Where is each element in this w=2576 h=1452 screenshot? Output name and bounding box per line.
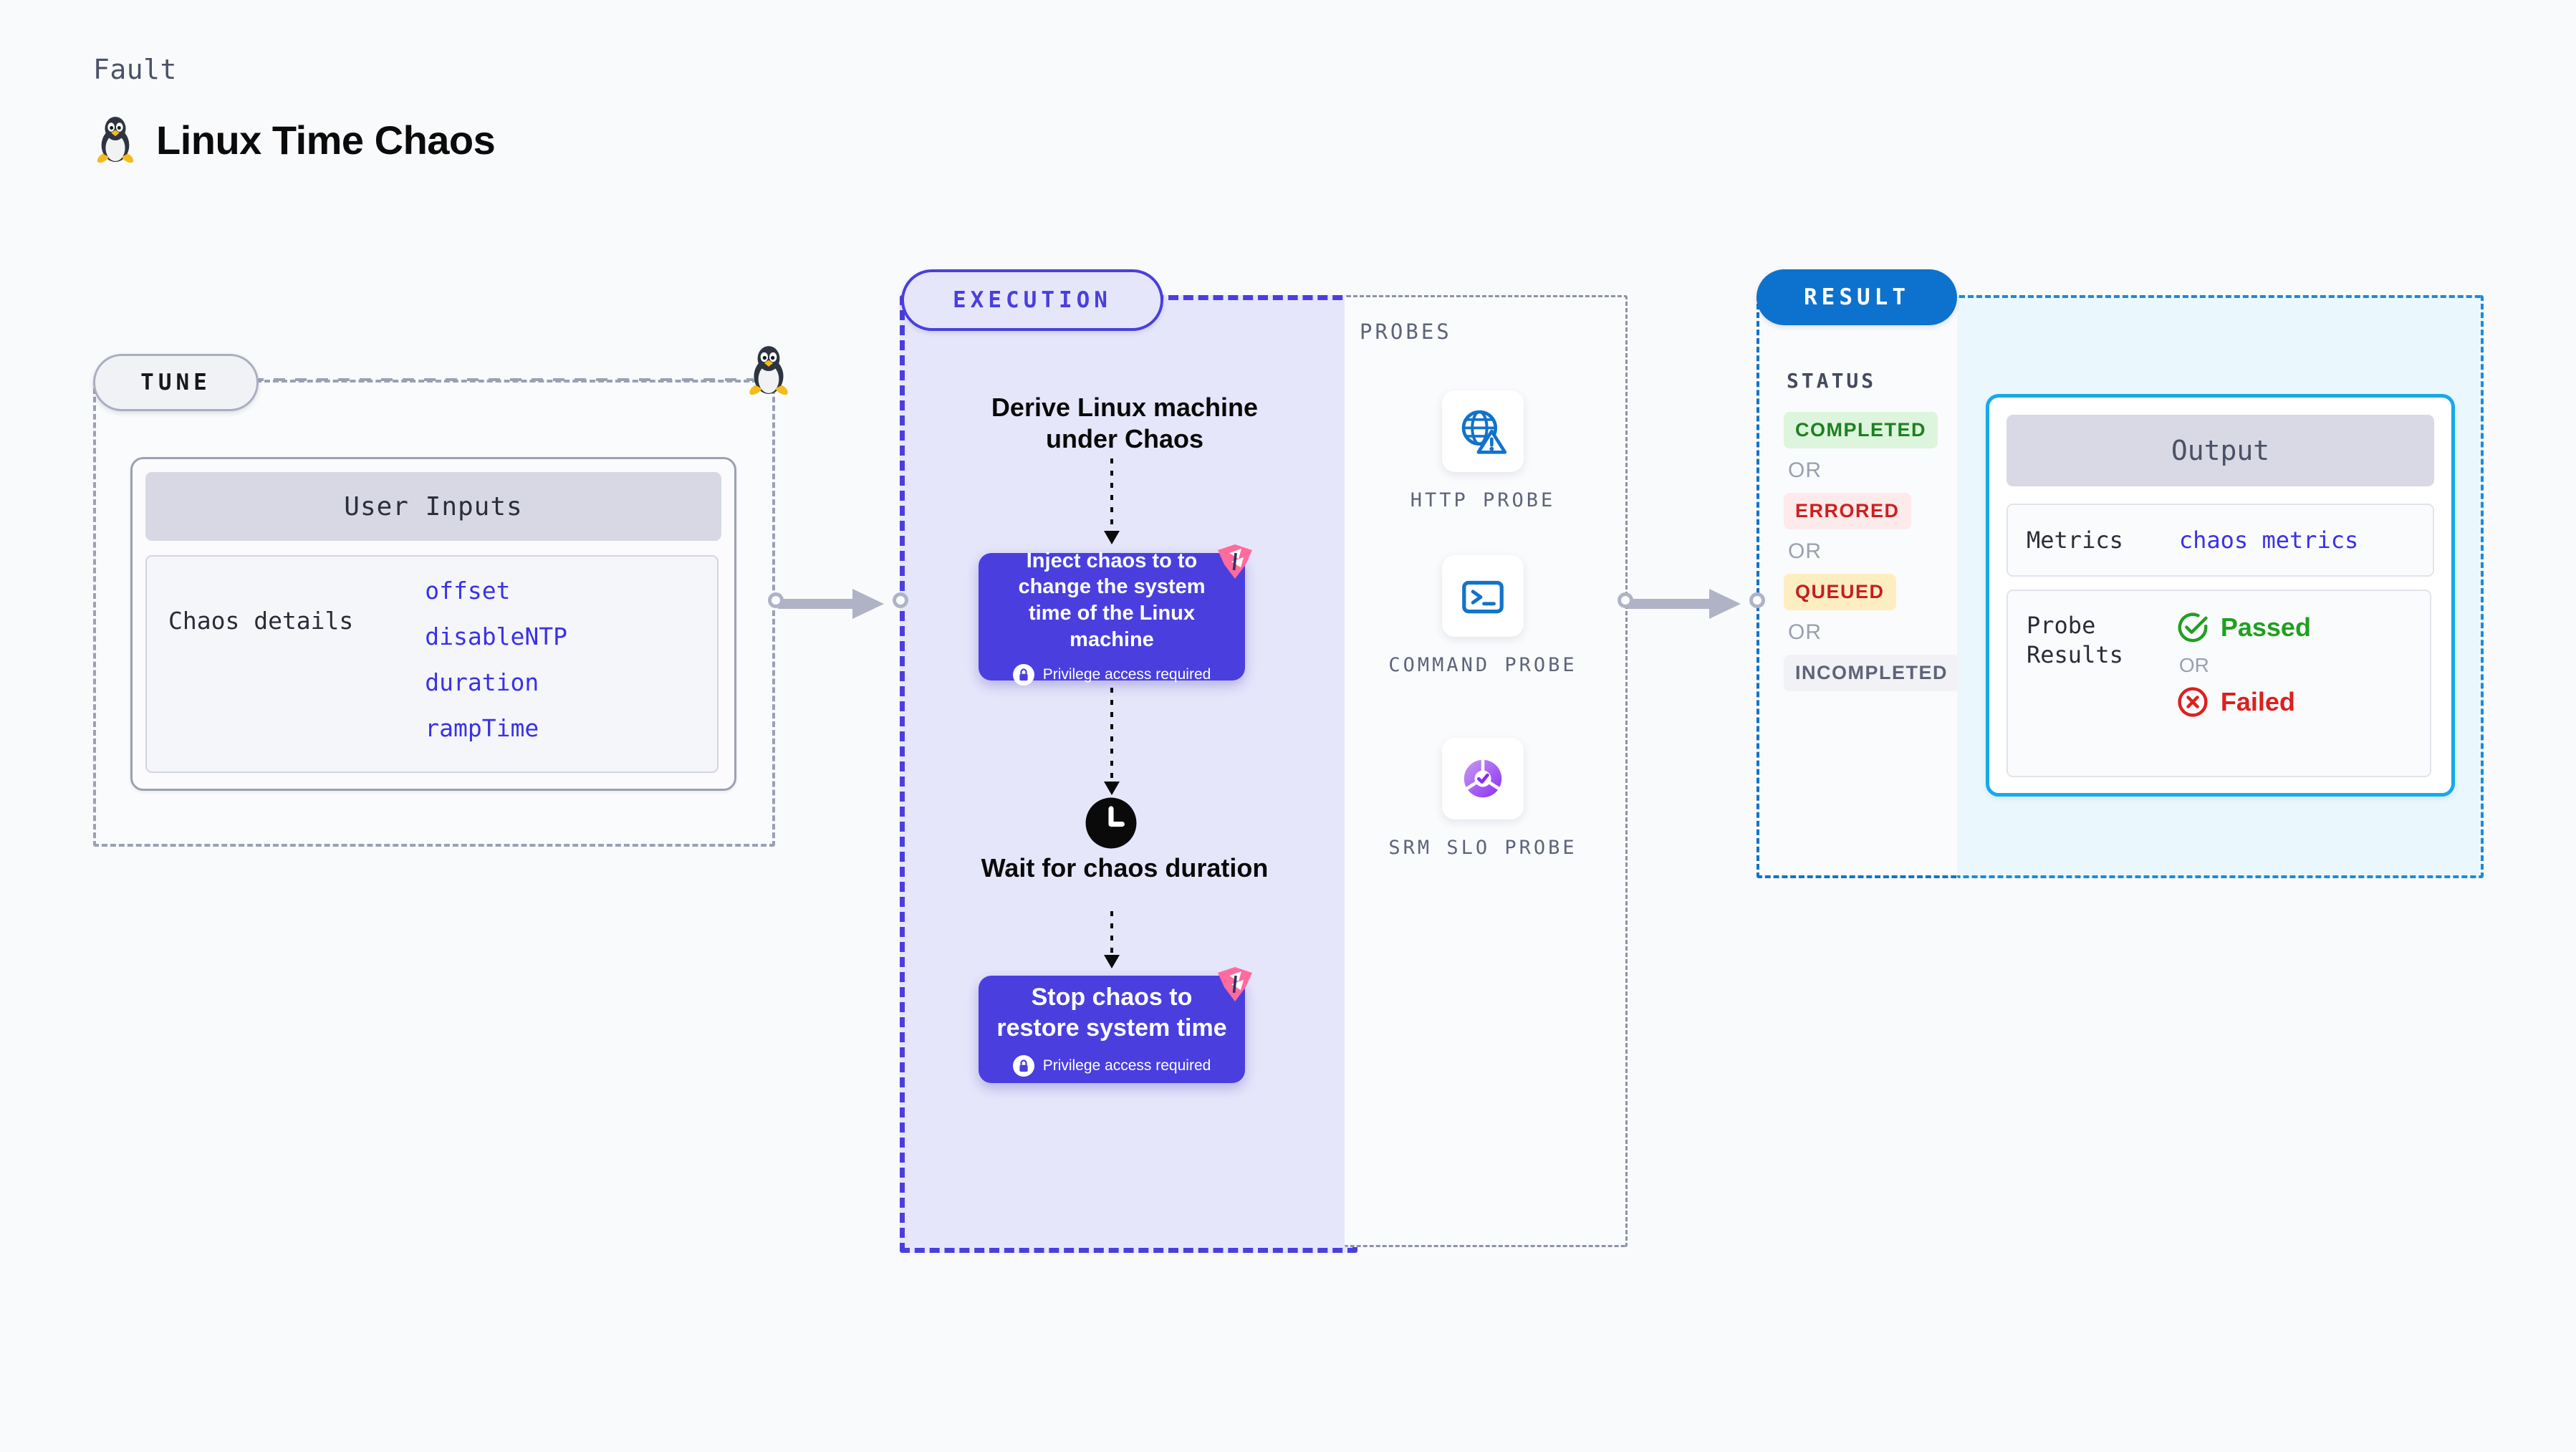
tune-chip[interactable]: TUNE xyxy=(93,354,259,411)
result-chip[interactable]: RESULT xyxy=(1756,269,1957,325)
output-title: Output xyxy=(2007,415,2434,486)
metrics-value-link[interactable]: chaos metrics xyxy=(2178,527,2359,554)
status-badge-errored: ERRORED xyxy=(1784,493,1911,529)
harness-logo-icon xyxy=(1218,967,1252,1001)
param-offset[interactable]: offset xyxy=(425,577,511,605)
probes-section-label: PROBES xyxy=(1360,319,1452,344)
flow-arrow-down xyxy=(1104,688,1120,795)
flow-arrow-down xyxy=(1104,911,1120,968)
lock-icon xyxy=(1012,664,1034,686)
or-label: OR xyxy=(1788,539,1822,563)
probe-item-srm-slo[interactable]: SRM SLO PROBE xyxy=(1375,738,1590,861)
lock-icon xyxy=(1012,1054,1034,1077)
slo-gauge-check-icon xyxy=(1464,759,1502,798)
page-title: Linux Time Chaos xyxy=(156,117,496,163)
probe-label: HTTP PROBE xyxy=(1410,489,1556,511)
status-badge-stack: COMPLETED OR ERRORED OR QUEUED OR INCOMP… xyxy=(1784,412,1960,691)
probe-tile xyxy=(1442,390,1524,472)
failed-label: Failed xyxy=(2220,687,2295,716)
user-inputs-title: User Inputs xyxy=(145,472,721,541)
passed-label: Passed xyxy=(2220,612,2311,642)
execution-step-wait-label: Wait for chaos duration xyxy=(981,853,1269,883)
param-ramptime[interactable]: rampTime xyxy=(425,714,539,742)
user-inputs-body: Chaos details offset disableNTP duration… xyxy=(145,555,719,773)
flow-arrow-down xyxy=(1104,458,1120,544)
metrics-key-label: Metrics xyxy=(2027,526,2123,554)
check-circle-icon xyxy=(2178,612,2208,643)
status-badge-queued: QUEUED xyxy=(1784,574,1896,610)
probe-result-failed: Failed xyxy=(2176,686,2311,718)
or-label: OR xyxy=(1788,620,1822,644)
page-eyebrow: Fault xyxy=(93,54,177,85)
probe-result-values: Passed OR Failed xyxy=(2176,611,2311,776)
status-badge-incompleted: INCOMPLETED xyxy=(1784,655,1960,691)
probe-item-command[interactable]: COMMAND PROBE xyxy=(1375,555,1590,678)
chaos-details-label: Chaos details xyxy=(168,607,354,635)
execution-step-derive-label: Derive Linux machine under Chaos xyxy=(991,393,1259,453)
chaos-parameter-list: offset disableNTP duration rampTime xyxy=(425,577,567,771)
probe-results-key-label: Probe Results xyxy=(2027,612,2123,668)
execution-step-inject-text: Inject chaos to to change the system tim… xyxy=(1018,549,1206,651)
execution-step-inject-card[interactable]: Inject chaos to to change the system tim… xyxy=(979,549,1245,686)
output-card: Output Metrics chaos metrics Probe Resul… xyxy=(1986,394,2455,797)
tune-to-execution-arrow xyxy=(766,589,910,619)
execution-step-stop-text: Stop chaos to restore system time xyxy=(996,984,1227,1042)
privilege-note-text: Privilege access required xyxy=(1042,1057,1211,1074)
probe-label: SRM SLO PROBE xyxy=(1388,837,1577,859)
linux-penguin-icon xyxy=(97,117,134,163)
or-label: OR xyxy=(1788,458,1822,482)
probe-result-passed: Passed xyxy=(2176,611,2311,644)
execution-step-stop-card[interactable]: Stop chaos to restore system time Privil… xyxy=(979,976,1245,1083)
output-probe-results-row: Probe Results Passed OR Failed xyxy=(2007,590,2431,777)
output-metrics-row: Metrics chaos metrics xyxy=(2007,504,2434,577)
status-badge-completed: COMPLETED xyxy=(1784,412,1938,448)
terminal-icon xyxy=(1462,580,1504,614)
execution-chip[interactable]: EXECUTION xyxy=(901,269,1163,331)
probes-to-result-arrow xyxy=(1616,589,1771,619)
user-inputs-card: User Inputs Chaos details offset disable… xyxy=(130,457,736,791)
probe-tile xyxy=(1442,555,1524,637)
globe-alert-icon xyxy=(1461,410,1507,454)
tune-connector-line xyxy=(252,378,754,381)
probe-tile xyxy=(1442,738,1524,819)
param-disablentp[interactable]: disableNTP xyxy=(425,622,567,650)
privilege-note-row: Privilege access required xyxy=(1012,1054,1211,1077)
clock-icon xyxy=(1085,797,1137,849)
harness-logo-icon xyxy=(1218,544,1252,579)
linux-penguin-icon xyxy=(749,346,788,395)
or-label: OR xyxy=(2178,654,2209,676)
privilege-note-text: Privilege access required xyxy=(1042,666,1211,683)
x-circle-icon xyxy=(2178,687,2208,717)
page-title-row: Linux Time Chaos xyxy=(93,115,496,165)
probe-item-http[interactable]: HTTP PROBE xyxy=(1375,390,1590,514)
param-duration[interactable]: duration xyxy=(425,668,539,696)
status-section-label: STATUS xyxy=(1787,369,1877,393)
privilege-note-row: Privilege access required xyxy=(1012,664,1211,686)
probe-label: COMMAND PROBE xyxy=(1388,654,1577,676)
